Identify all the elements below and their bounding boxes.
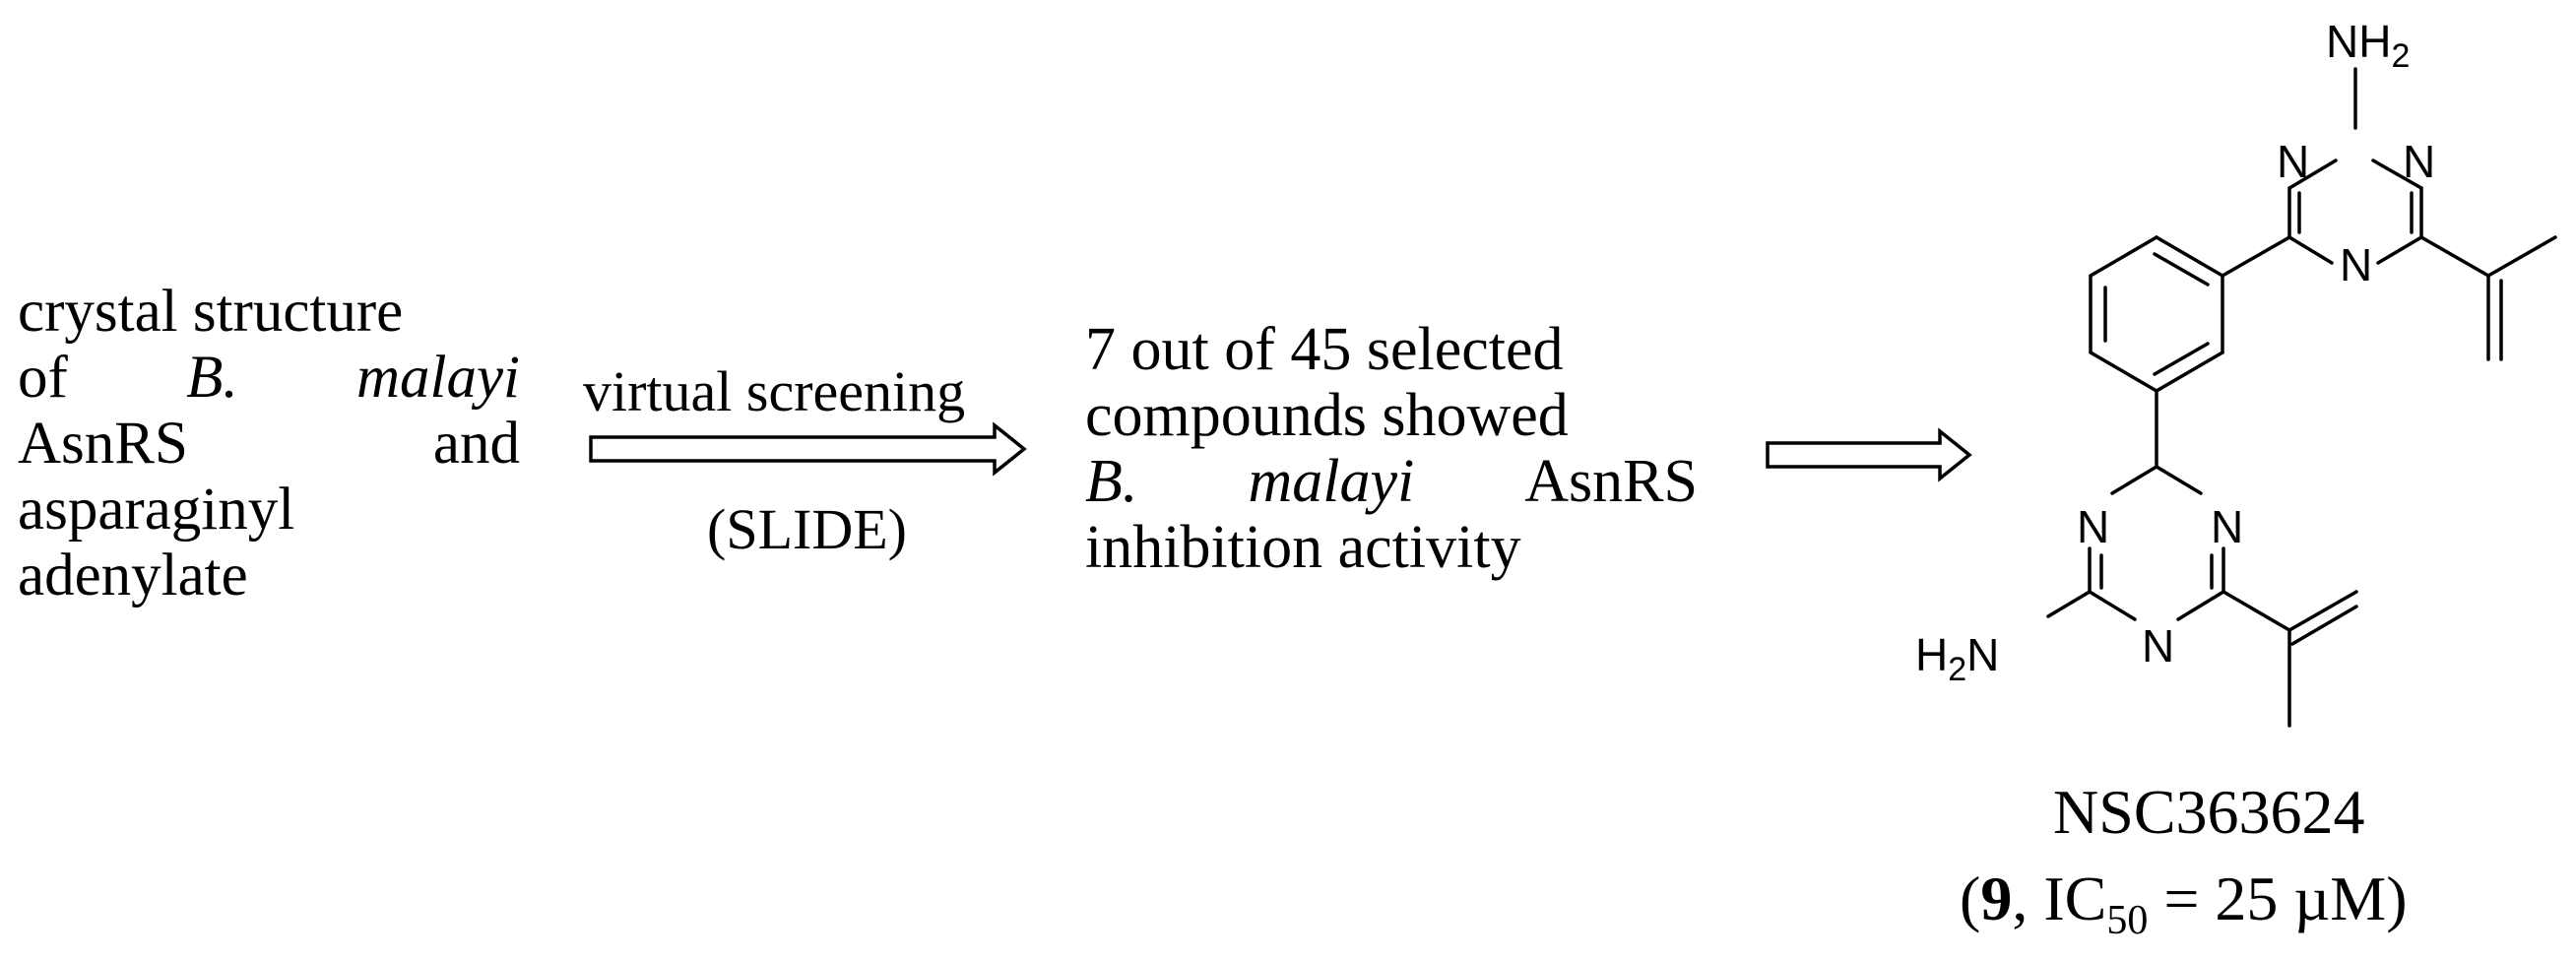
middle-line-1: 7 out of 45 selected xyxy=(1085,316,1564,383)
n-upper-left: N xyxy=(2277,136,2309,187)
hollow-arrow-1 xyxy=(589,421,1027,477)
n-lower-right: N xyxy=(2211,501,2243,552)
middle-line-3-species: malayi xyxy=(1248,448,1415,515)
starting-material-text: crystal structure of B. malayi AsnRS and… xyxy=(18,282,520,611)
middle-line-4: inhibition activity xyxy=(1085,514,1521,581)
compound-activity: (9, IC50 = 25 µM) xyxy=(1960,864,2408,943)
middle-line-2: compounds showed xyxy=(1085,382,1569,449)
left-line-2-genus: B. xyxy=(186,345,238,411)
left-line-5: adenylate xyxy=(18,543,248,608)
left-line-3: AsnRS and xyxy=(18,414,520,480)
left-line-1: crystal structure xyxy=(18,279,404,345)
arrow1-top-label: virtual screening xyxy=(583,359,966,423)
n-lower-left: N xyxy=(2077,501,2109,552)
middle-line-3: B. malayi AsnRS xyxy=(1085,451,1698,517)
left-line-3-enzyme: AsnRS xyxy=(18,411,188,477)
amine-nh2-top: NH2 xyxy=(2326,16,2410,75)
screening-result-text: 7 out of 45 selected compounds showed B.… xyxy=(1085,319,1698,583)
hollow-arrow-2 xyxy=(1766,427,1972,482)
atom-labels: NH2 N N N N N N H2N xyxy=(1915,16,2435,688)
compound-name: NSC363624 xyxy=(2053,777,2365,847)
middle-line-3-enzyme: AsnRS xyxy=(1524,448,1698,515)
arrow1-bottom-label: (SLIDE) xyxy=(707,497,907,561)
n-upper-right: N xyxy=(2403,136,2435,187)
compound-number: 9 xyxy=(1980,864,2013,933)
n-lower-bottom: N xyxy=(2142,620,2174,672)
left-line-4: asparaginyl xyxy=(18,477,295,543)
amine-h2n-bottom: H2N xyxy=(1915,629,1999,688)
ic50-subscript: 50 xyxy=(2106,897,2149,943)
middle-line-3-genus: B. xyxy=(1085,448,1138,515)
n-upper-bottom: N xyxy=(2340,239,2372,290)
molecule-structure xyxy=(2046,67,2557,728)
left-line-2-species: malayi xyxy=(355,345,520,411)
left-line-2-word-of: of xyxy=(18,345,68,411)
left-line-3-and: and xyxy=(432,411,520,477)
left-line-2: of B. malayi xyxy=(18,348,520,414)
